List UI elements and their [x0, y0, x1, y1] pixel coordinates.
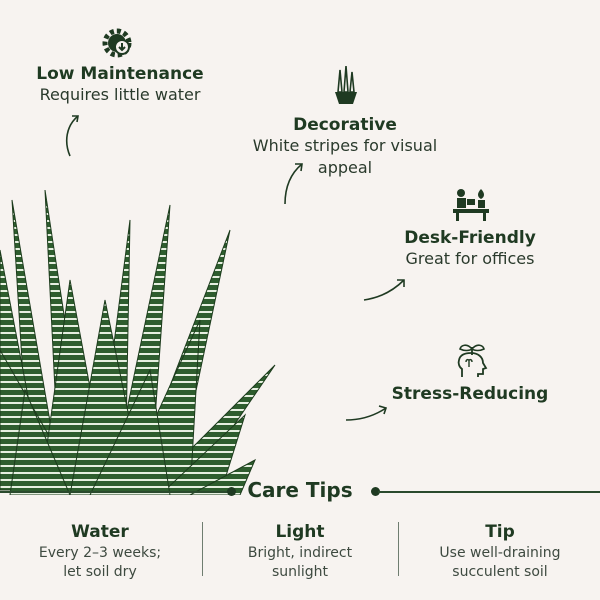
gear-water-icon — [100, 26, 134, 60]
care-divider-dot — [227, 487, 236, 496]
feature-decorative: Decorative White stripes for visual appe… — [240, 115, 450, 179]
care-tip-text: Bright, indirect — [247, 545, 353, 561]
feature-title: Desk-Friendly — [404, 228, 536, 248]
care-tip-text: let soil dry — [63, 564, 137, 580]
feature-title: Decorative — [293, 115, 397, 135]
care-tip-text: succulent soil — [452, 564, 548, 580]
curved-arrow-icon — [62, 112, 84, 158]
desk-plant-icon — [453, 187, 489, 221]
care-tip-text: Use well-draining — [439, 545, 561, 561]
care-divider-dot — [371, 487, 380, 496]
feature-subtitle: Requires little water — [39, 85, 201, 104]
care-tip-soil: Tip Use well-draining succulent soil — [400, 520, 600, 582]
feature-subtitle: appeal — [317, 158, 373, 177]
column-separator — [202, 522, 203, 576]
feature-title: Low Maintenance — [36, 64, 204, 84]
care-tip-text: sunlight — [271, 564, 329, 580]
care-tip-light: Light Bright, indirect sunlight — [200, 520, 400, 582]
curved-arrow-icon — [344, 402, 390, 422]
potted-plant-icon — [332, 66, 360, 106]
care-tip-water: Water Every 2–3 weeks; let soil dry — [0, 520, 200, 582]
curved-arrow-icon — [362, 276, 408, 302]
care-tip-heading: Tip — [485, 522, 515, 542]
care-divider-right — [378, 491, 600, 493]
column-separator — [398, 522, 399, 576]
care-tip-heading: Water — [71, 522, 129, 542]
care-divider-left — [0, 491, 230, 493]
feature-subtitle: Great for offices — [405, 249, 535, 268]
haworthia-plant-image — [0, 189, 290, 496]
feature-desk-friendly: Desk-Friendly Great for offices — [370, 228, 570, 270]
curved-arrow-icon — [282, 160, 306, 206]
feature-stress-reducing: Stress-Reducing — [370, 384, 570, 404]
care-tips-title: Care Tips — [247, 478, 353, 502]
care-tip-heading: Light — [275, 522, 325, 542]
feature-low-maintenance: Low Maintenance Requires little water — [20, 64, 220, 106]
feature-title: Stress-Reducing — [391, 384, 549, 404]
care-tip-text: Every 2–3 weeks; — [38, 545, 162, 561]
feature-subtitle: White stripes for visual — [252, 136, 438, 155]
mind-plant-icon — [453, 341, 491, 379]
